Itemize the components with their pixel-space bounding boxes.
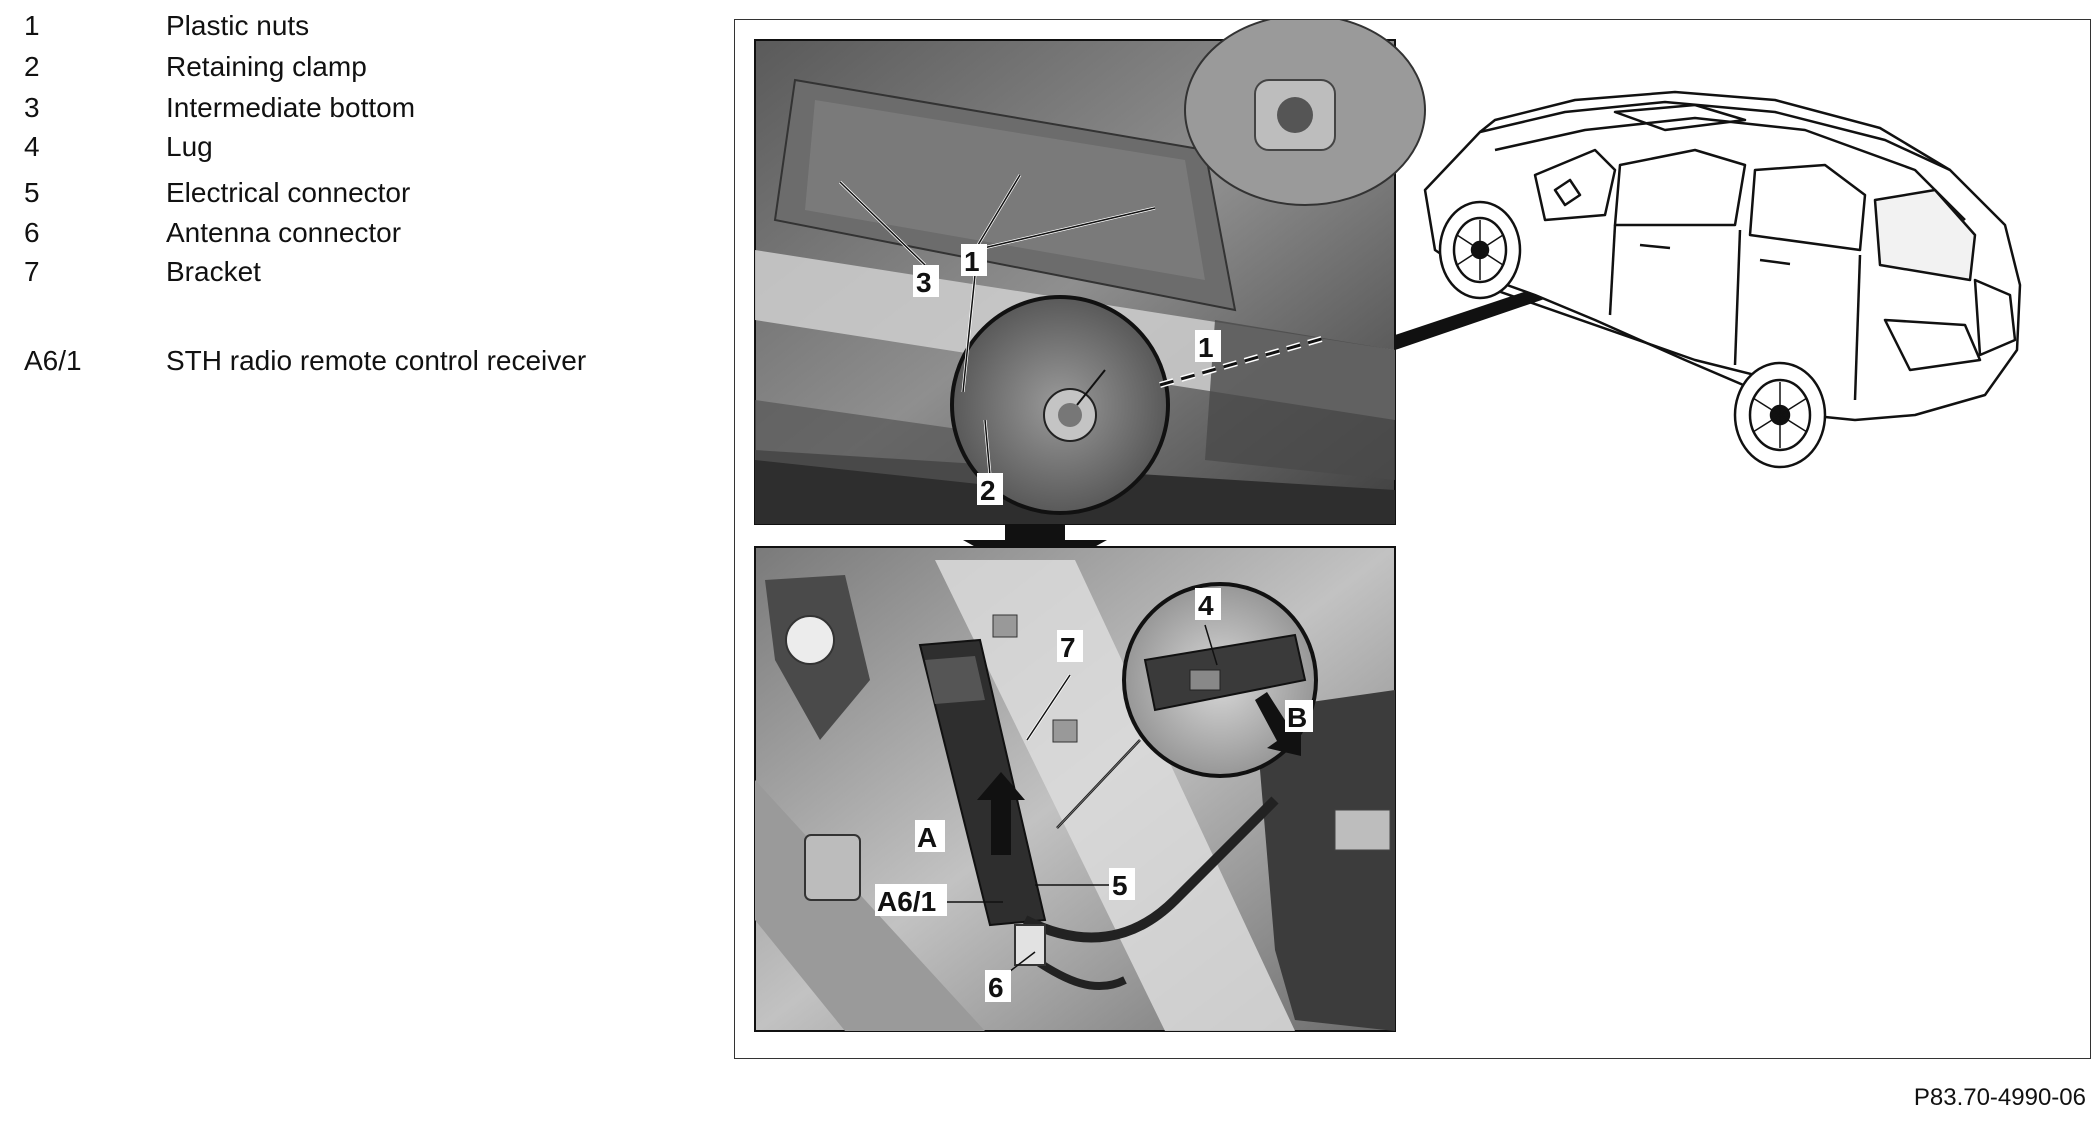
legend-label: Intermediate bottom bbox=[166, 92, 416, 123]
legend-number: 6 bbox=[24, 217, 40, 248]
top-photo: 3 1 2 1 bbox=[754, 20, 1426, 525]
callout-a: A bbox=[917, 822, 937, 853]
callout-1: 1 bbox=[964, 246, 980, 277]
legend-label: Antenna connector bbox=[166, 217, 402, 248]
legend-label: Electrical connector bbox=[166, 177, 411, 208]
legend-number: 4 bbox=[24, 131, 40, 162]
callout-1-detail: 1 bbox=[1198, 332, 1214, 363]
callout-6: 6 bbox=[988, 972, 1004, 1003]
legend-number: 2 bbox=[24, 51, 40, 82]
legend-label: Bracket bbox=[166, 256, 261, 287]
arrow-a bbox=[977, 772, 1025, 855]
callout-4: 4 bbox=[1198, 590, 1214, 621]
callout-5: 5 bbox=[1112, 870, 1128, 901]
figure-id: P83.70-4990-06 bbox=[1913, 1084, 2086, 1111]
arrow-b bbox=[1255, 692, 1301, 756]
legend-label: Retaining clamp bbox=[166, 51, 367, 82]
bottom-photo: 4 7 B A 5 A6/1 6 bbox=[754, 546, 1396, 1032]
legend-number: 3 bbox=[24, 92, 40, 123]
legend-label: Plastic nuts bbox=[166, 10, 310, 41]
callout-b: B bbox=[1287, 702, 1307, 733]
legend-label: STH radio remote control receiver bbox=[166, 345, 587, 376]
legend-number: 1 bbox=[24, 10, 40, 41]
legend-number: A6/1 bbox=[24, 345, 82, 376]
legend-label: Lug bbox=[166, 131, 213, 162]
callout-2: 2 bbox=[980, 475, 996, 506]
legend-number: 5 bbox=[24, 177, 40, 208]
callout-3: 3 bbox=[916, 267, 932, 298]
callout-a6-1: A6/1 bbox=[877, 886, 936, 917]
vehicle-drawing bbox=[1423, 90, 2022, 469]
callout-7: 7 bbox=[1060, 632, 1076, 663]
figure-frame: 3 1 2 1 bbox=[734, 19, 2091, 1059]
legend-number: 7 bbox=[24, 256, 40, 287]
figure-illustration: 3 1 2 1 bbox=[754, 20, 2022, 1032]
